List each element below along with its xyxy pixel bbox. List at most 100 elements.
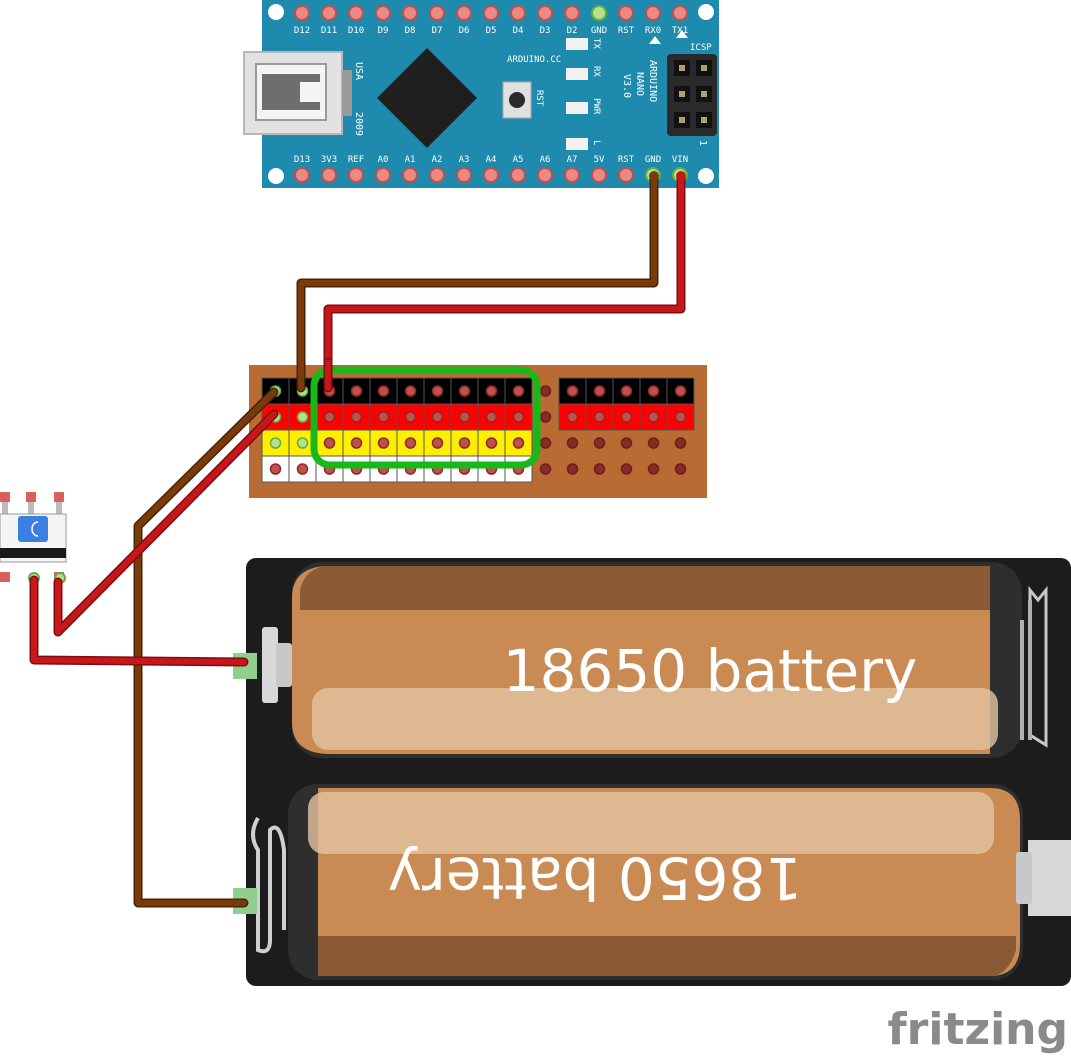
perf-hole — [296, 437, 309, 449]
pin-3v3 — [321, 167, 337, 183]
pin-label: GND — [591, 26, 607, 36]
perf-hole — [620, 411, 633, 423]
pin-a0 — [375, 167, 391, 183]
year-label: 2009 — [353, 112, 364, 136]
perf-hole — [323, 411, 336, 423]
pin-label: 5V — [594, 155, 605, 165]
perf-cell — [639, 403, 668, 431]
perf-hole — [620, 437, 633, 449]
perf-hole — [566, 437, 579, 449]
pin-d13 — [294, 167, 310, 183]
pin-d5 — [483, 5, 499, 21]
pin-label: A4 — [486, 155, 497, 165]
perf-hole — [323, 437, 336, 449]
pin-d2 — [564, 5, 580, 21]
perf-hole — [593, 411, 606, 423]
pin-label: REF — [348, 155, 364, 165]
pin-label: D10 — [348, 26, 364, 36]
pin-label: D12 — [294, 26, 310, 36]
pin-a3 — [456, 167, 472, 183]
led-rx-label: RX — [591, 66, 601, 77]
icsp-pins — [674, 60, 712, 128]
mount-hole — [698, 168, 714, 184]
led-rx — [566, 68, 588, 80]
switch-knob[interactable] — [18, 516, 48, 542]
pin-label: A6 — [540, 155, 551, 165]
pin-a5 — [510, 167, 526, 183]
pin-d11 — [321, 5, 337, 21]
pin-label: D9 — [378, 26, 389, 36]
pin-label: RST — [618, 26, 635, 36]
header-highlight — [310, 366, 541, 469]
pin-a2 — [429, 167, 445, 183]
battery-cell-bottom: 18650 battery — [288, 784, 1071, 980]
pin-label: D4 — [513, 26, 524, 36]
icsp-pin1-label: 1 — [697, 140, 708, 146]
led-l-label: L — [591, 140, 601, 145]
wire-vin — [323, 171, 686, 367]
pin-label: D8 — [405, 26, 416, 36]
perf-hole — [377, 437, 390, 449]
board-name-line1: ARDUINO — [647, 60, 658, 102]
perf-hole — [350, 437, 363, 449]
led-tx — [566, 38, 588, 50]
pin-label: D13 — [294, 155, 310, 165]
perf-hole — [458, 411, 471, 423]
icsp-label: ICSP — [690, 43, 712, 53]
perf-hole — [593, 385, 606, 397]
perfboard — [249, 365, 707, 498]
battery-label-bottom: 18650 battery — [388, 844, 803, 912]
mount-hole — [698, 4, 714, 20]
pin-label: RST — [618, 155, 635, 165]
perf-hole — [620, 385, 633, 397]
pin-label: GND — [645, 155, 661, 165]
pin-label: RX0 — [645, 26, 661, 36]
battery-cell-top: 18650 battery — [262, 562, 1022, 758]
pin-ref — [348, 167, 364, 183]
perf-hole — [674, 437, 687, 449]
perf-hole — [458, 437, 471, 449]
pin-d6 — [456, 5, 472, 21]
pin-label: 3V3 — [321, 155, 337, 165]
perf-hole — [350, 411, 363, 423]
pin-label: D6 — [459, 26, 470, 36]
led-tx-label: TX — [591, 38, 601, 49]
pin-label: D7 — [432, 26, 443, 36]
mini-usb-connector — [243, 51, 352, 135]
slide-switch[interactable] — [0, 492, 67, 584]
fritzing-logo: fritzing — [888, 1004, 1068, 1055]
pin-d8 — [402, 5, 418, 21]
perf-hole — [269, 437, 282, 449]
reset-button-cap[interactable] — [509, 92, 525, 108]
perf-hole — [593, 437, 606, 449]
perf-hole — [512, 385, 525, 397]
perf-hole — [350, 385, 363, 397]
perf-hole — [593, 463, 606, 475]
perf-hole — [296, 411, 309, 423]
mcu-chip — [377, 48, 477, 148]
perf-hole — [674, 411, 687, 423]
pin-label: D11 — [321, 26, 337, 36]
pin-d3 — [537, 5, 553, 21]
perf-hole — [512, 437, 525, 449]
perf-hole — [539, 463, 552, 475]
pin-gnd — [591, 5, 607, 21]
perf-hole — [431, 385, 444, 397]
perf-hole — [377, 385, 390, 397]
perf-hole — [647, 463, 660, 475]
led-pwr — [566, 102, 588, 114]
perf-hole — [539, 385, 552, 397]
pin-rst — [618, 5, 634, 21]
perf-hole — [485, 385, 498, 397]
pin-tx1 — [672, 5, 688, 21]
perf-hole — [431, 437, 444, 449]
perf-hole — [647, 411, 660, 423]
pin-a6 — [537, 167, 553, 183]
perf-hole — [674, 385, 687, 397]
perf-hole — [620, 463, 633, 475]
pin-label: A5 — [513, 155, 524, 165]
pin-d7 — [429, 5, 445, 21]
arrow-icon — [676, 30, 688, 38]
